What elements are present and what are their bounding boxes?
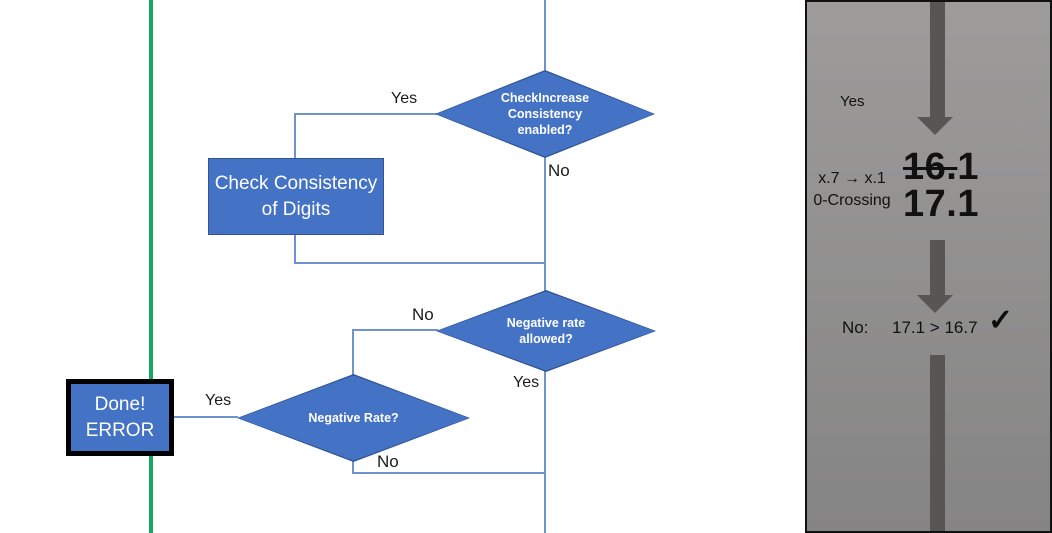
connector-yes-vertical <box>294 113 296 159</box>
connector-error-yes <box>174 416 238 418</box>
panel-yes-label: Yes <box>840 93 865 110</box>
decision-negative-rate-allowed-label: Negative rate allowed? <box>506 315 586 346</box>
decision-negative-rate-allowed: Negative rate allowed? <box>436 290 656 372</box>
panel-old-value: 16.1 <box>903 146 979 188</box>
down-arrow-shaft-top <box>930 2 945 118</box>
process-done-line2: ERROR <box>85 419 155 441</box>
panel-new-value: 17.1 <box>903 183 979 225</box>
connector-main-middle <box>544 157 546 291</box>
panel-rule-line2: 0-Crossing <box>813 192 891 209</box>
edge-label-no-negative-rate: No <box>377 452 399 471</box>
decision-check-increase-label: CheckIncrease Consistency enabled? <box>500 90 590 138</box>
down-arrow-shaft-bottom <box>930 355 945 531</box>
decision-check-increase: CheckIncrease Consistency enabled? <box>435 70 655 158</box>
panel-result-prefix: No: <box>842 318 869 337</box>
annotation-panel: Yes x.7 → x.1 0-Crossing 16.1 17.1 No: 1… <box>805 0 1052 533</box>
panel-rule-line1: x.7 → x.1 <box>818 170 886 187</box>
checkmark-icon: ✓ <box>988 304 1014 337</box>
down-arrow-shaft-middle <box>930 240 945 296</box>
edge-label-no-check-increase: No <box>548 161 570 180</box>
green-guide-line <box>149 0 153 533</box>
process-check-consistency-line1: Check Consistency <box>214 172 378 194</box>
edge-label-yes-negative-rate: Yes <box>205 392 232 409</box>
panel-values: 16.1 17.1 <box>903 146 979 225</box>
connector-main-top <box>544 0 546 70</box>
edge-label-yes-check-increase: Yes <box>391 90 418 107</box>
panel-result-comparison: 17.1 > 16.7 <box>892 318 978 337</box>
panel-rule-text: x.7 → x.1 0-Crossing <box>808 168 896 212</box>
connector-no-vertical <box>352 329 354 375</box>
down-arrow-head-top <box>917 117 953 135</box>
decision-negative-rate: Negative Rate? <box>237 374 470 462</box>
process-check-consistency-line2: of Digits <box>261 198 331 220</box>
decision-negative-rate-label: Negative Rate? <box>308 410 399 425</box>
process-check-consistency: Check Consistency of Digits <box>208 158 384 235</box>
process-done-error: Done! ERROR <box>66 379 174 456</box>
edge-label-yes-negative-rate-allowed: Yes <box>513 374 540 391</box>
connector-main-bottom <box>544 371 546 533</box>
connector-no-horizontal <box>353 329 438 331</box>
process-done-line1: Done! <box>94 393 146 415</box>
down-arrow-head-middle <box>917 295 953 313</box>
connector-yes-horizontal <box>294 113 437 115</box>
connector-box-out-horizontal <box>294 262 546 264</box>
connector-no3-vertical <box>352 461 354 474</box>
connector-box-out-vertical <box>294 234 296 264</box>
edge-label-no-negative-rate-allowed: No <box>412 305 434 324</box>
connector-no3-horizontal <box>352 472 546 474</box>
